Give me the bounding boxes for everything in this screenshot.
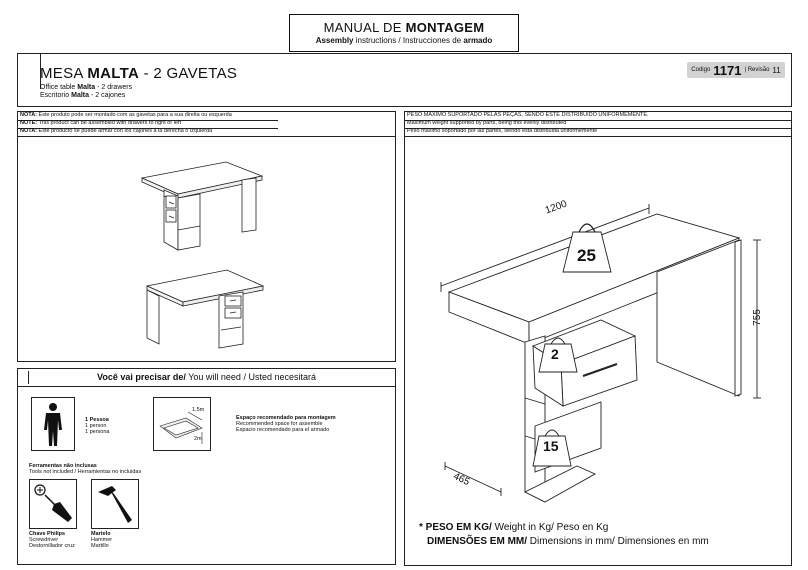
screwdriver-icon (34, 484, 72, 522)
weight-note-en: Maximum weight supported by parts, being… (407, 120, 567, 126)
legend-weight: * PESO EM KG/ Weight in Kg/ Peso en Kg (419, 522, 609, 533)
manual-title: MANUAL DE MONTAGEM (290, 20, 518, 35)
note-en: NOTE: This product can be assembled with… (20, 120, 182, 126)
note-pt: NOTA: Este produto pode ser montado com … (20, 112, 232, 118)
person-icon (44, 403, 62, 446)
load-top-label: 25 (577, 246, 596, 265)
note-es: NOTA: Este producto se puede armar con l… (20, 128, 213, 134)
desk-drawers-right-illustration (145, 269, 265, 349)
floor-space-icon (159, 411, 203, 444)
load-drawer-label: 2 (551, 346, 559, 362)
manual-subtitle: Assembly instructions / Instrucciones de… (290, 36, 518, 45)
person-label: 1 Pessoa 1 person 1 persona (85, 417, 110, 435)
load-shelf-label: 15 (543, 438, 559, 454)
product-title-en: Office table Malta - 2 drawers (40, 84, 133, 91)
sub-en: instructions / (355, 36, 401, 45)
space-dim-a: 1.5m (192, 407, 205, 413)
sub-es-bold: armado (463, 36, 493, 45)
dim-height-label: 755 (751, 309, 763, 326)
code-label: Codigo (691, 67, 711, 73)
product-code: 1171 (713, 62, 742, 78)
space-box: 1.5m 2m (153, 397, 211, 451)
dimensions-panel: PESO MÁXIMO SUPORTADO PELAS PEÇAS, SENDO… (404, 111, 792, 566)
weight-note-pt: PESO MÁXIMO SUPORTADO PELAS PEÇAS, SENDO… (407, 112, 649, 118)
product-corner-mark (26, 54, 41, 89)
product-title-es: Escritorio Malta - 2 cajones (40, 92, 126, 99)
tools-label: Ferramentas não inclusas Tools not inclu… (29, 463, 142, 475)
sub-es: Instrucciones de (402, 36, 462, 45)
manual-header: MANUAL DE MONTAGEM Assembly instructions… (289, 14, 519, 52)
desk-drawers-left-illustration (140, 161, 264, 251)
legend-dimensions: DIMENSÕES EM MM/ Dimensions in mm/ Dimen… (427, 536, 709, 547)
space-dim-b: 2m (194, 436, 202, 442)
desk-technical-drawing (440, 204, 761, 503)
hammer-label: Martelo Hammer Martillo (91, 531, 113, 549)
manual-title-bold: MONTAGEM (405, 20, 485, 35)
revision-label: | Revisão (744, 67, 770, 73)
requirements-panel: Você vai precisar de/ You will need / Us… (17, 368, 396, 565)
person-box (31, 397, 75, 451)
screwdriver-box (29, 479, 77, 529)
sub-en-bold: Assembly (315, 36, 354, 45)
weight-note-es: Peso máximo soportado por las partes, si… (407, 128, 598, 134)
product-code-badge: Codigo 1171 | Revisão 11 (687, 62, 785, 78)
product-box: MESA MALTA - 2 GAVETAS Office table Malt… (17, 53, 792, 107)
hammer-icon (98, 486, 132, 523)
revision-number: 11 (772, 65, 781, 75)
screwdriver-label: Chave Philips Screwdriver Destornillador… (29, 531, 75, 549)
product-title: MESA MALTA - 2 GAVETAS (40, 65, 238, 82)
manual-title-light: MANUAL DE (323, 20, 402, 35)
requirements-title: Você vai precisar de/ You will need / Us… (18, 369, 395, 387)
space-label: Espaço recomendado para montagem Recomme… (236, 415, 336, 433)
notes-panel: NOTA: Este produto pode ser montado com … (17, 111, 396, 362)
hammer-box (91, 479, 139, 529)
